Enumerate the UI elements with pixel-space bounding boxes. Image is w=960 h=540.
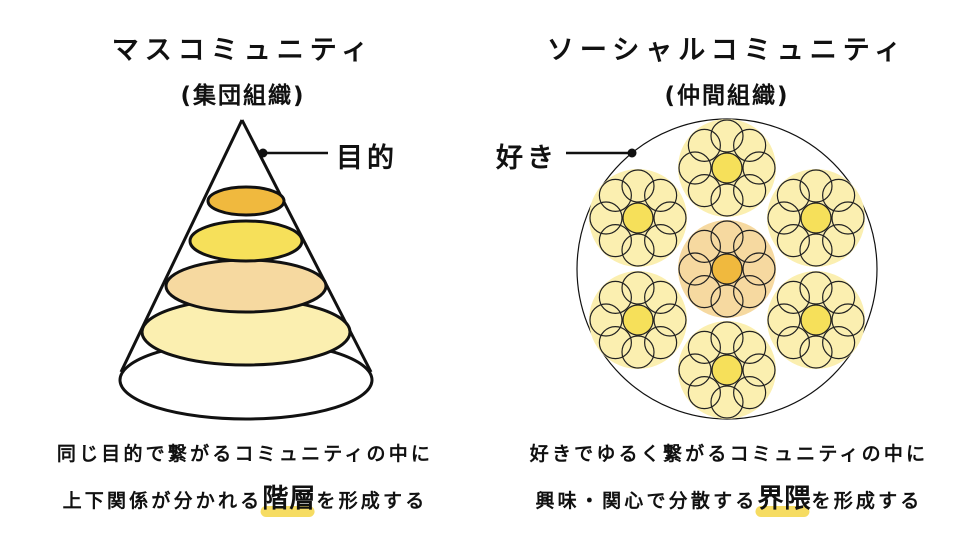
core-flower	[678, 220, 776, 318]
member-circle	[687, 174, 721, 208]
member-circle	[831, 303, 865, 337]
like-label: 好き	[496, 143, 558, 174]
member-circle	[733, 376, 767, 410]
cluster-center	[711, 152, 743, 184]
right-desc-line2: 興味・関心で分散する界隈を形成する	[535, 478, 923, 517]
member-circle	[831, 201, 865, 235]
member-circle	[822, 280, 856, 314]
member-circle	[822, 326, 856, 360]
member-circle	[742, 252, 776, 286]
right-desc-pre: 興味・関心で分散する	[535, 490, 758, 512]
member-circle	[733, 275, 767, 309]
interest-cluster	[767, 271, 865, 369]
member-circle	[687, 275, 721, 309]
member-circle	[678, 151, 712, 185]
left-desc-pre: 上下関係が分かれる	[62, 490, 263, 512]
member-circle	[799, 271, 833, 305]
member-circle	[767, 201, 801, 235]
member-circle	[589, 303, 623, 337]
member-circle	[687, 330, 721, 364]
member-circle	[621, 335, 655, 369]
layer-ellipse-second	[188, 219, 304, 263]
member-circle	[687, 229, 721, 263]
member-circle	[767, 303, 801, 337]
interest-cluster	[589, 271, 687, 369]
member-circle	[742, 151, 776, 185]
right-desc-line1: 好きでゆるく繋がるコミュニティの中に	[529, 443, 929, 465]
member-circle	[710, 183, 744, 217]
member-circle	[799, 335, 833, 369]
member-circle	[776, 224, 810, 258]
right-subtitle: (仲間組織)	[664, 83, 790, 109]
member-circle	[598, 178, 632, 212]
right-title: ソーシャルコミュニティ	[546, 35, 908, 66]
pyramid-cone	[118, 119, 374, 421]
interest-cluster	[767, 169, 865, 267]
member-circle	[710, 284, 744, 318]
member-circle	[710, 321, 744, 355]
interest-cluster	[678, 321, 776, 419]
member-circle	[598, 326, 632, 360]
member-circle	[776, 326, 810, 360]
left-desc-line1: 同じ目的で繋がるコミュニティの中に	[56, 443, 434, 465]
member-circle	[621, 169, 655, 203]
member-circle	[644, 178, 678, 212]
member-circle	[644, 224, 678, 258]
member-circle	[799, 169, 833, 203]
member-circle	[733, 229, 767, 263]
cluster-center	[800, 202, 832, 234]
purpose-label: 目的	[336, 143, 398, 174]
member-circle	[742, 353, 776, 387]
member-circle	[776, 178, 810, 212]
layer-ellipse-third	[164, 258, 328, 314]
left-subtitle: (集団組織)	[180, 83, 306, 109]
interest-cluster	[678, 119, 776, 217]
member-circle	[621, 233, 655, 267]
member-circle	[687, 128, 721, 162]
cluster-center	[622, 202, 654, 234]
cluster-center	[711, 354, 743, 386]
cluster-center	[711, 253, 743, 285]
member-circle	[822, 178, 856, 212]
member-circle	[822, 224, 856, 258]
member-circle	[733, 330, 767, 364]
member-circle	[598, 280, 632, 314]
member-circle	[776, 280, 810, 314]
member-circle	[733, 174, 767, 208]
social-circle-diagram	[576, 118, 878, 420]
layer-ellipse-top	[206, 185, 286, 217]
member-circle	[710, 220, 744, 254]
member-circle	[653, 303, 687, 337]
member-circle	[687, 376, 721, 410]
cluster-center	[622, 304, 654, 336]
member-circle	[644, 280, 678, 314]
left-highlight-word: 階層	[260, 478, 316, 517]
member-circle	[621, 271, 655, 305]
like-dot	[627, 148, 637, 158]
left-desc-post: を形成する	[316, 490, 428, 512]
member-circle	[598, 224, 632, 258]
member-circle	[710, 119, 744, 153]
interest-cluster	[589, 169, 687, 267]
member-circle	[644, 326, 678, 360]
member-circle	[653, 201, 687, 235]
right-highlight-word: 界隈	[755, 478, 811, 517]
right-desc-post: を形成する	[811, 490, 923, 512]
cluster-center	[800, 304, 832, 336]
member-circle	[799, 233, 833, 267]
member-circle	[678, 353, 712, 387]
member-circle	[589, 201, 623, 235]
left-title: マスコミュニティ	[111, 35, 375, 66]
member-circle	[733, 128, 767, 162]
left-desc-line2: 上下関係が分かれる階層を形成する	[62, 478, 428, 517]
member-circle	[710, 385, 744, 419]
member-circle	[678, 252, 712, 286]
